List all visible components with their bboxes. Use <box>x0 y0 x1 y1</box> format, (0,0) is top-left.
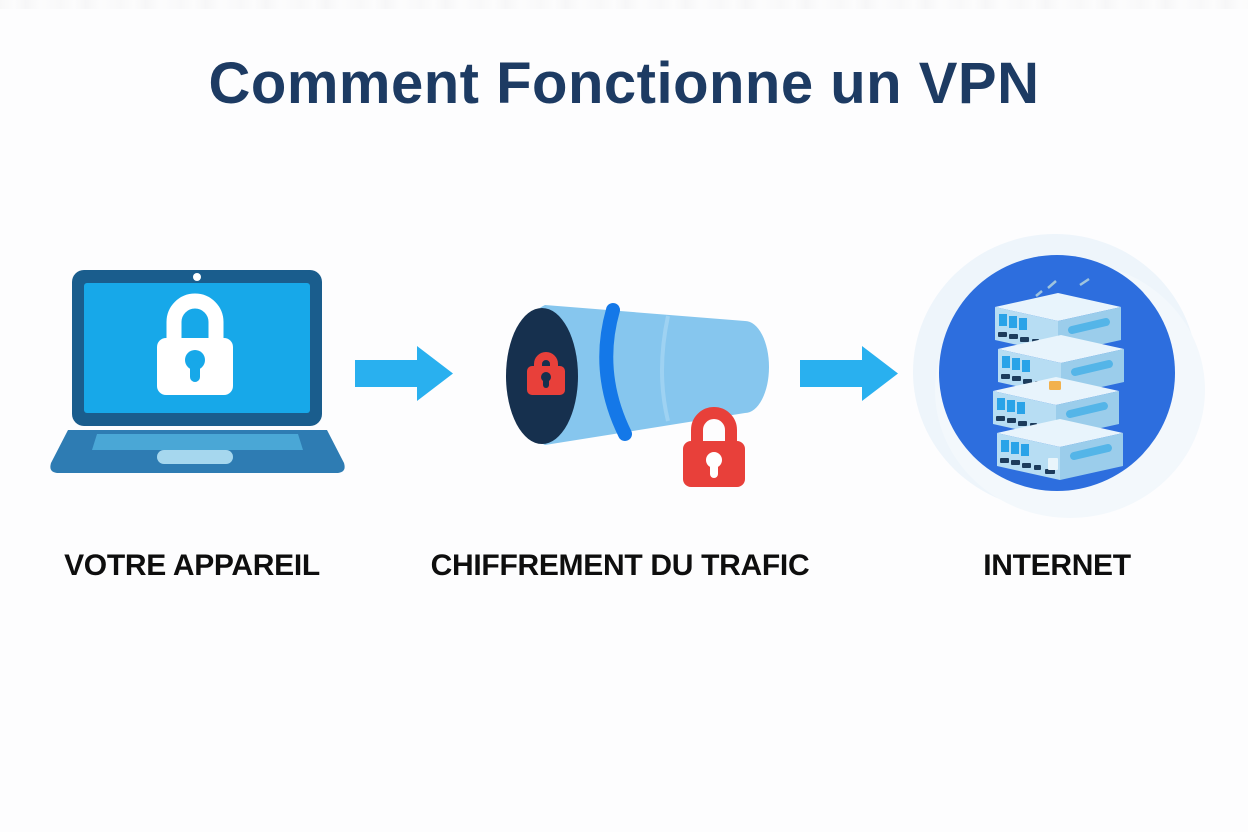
server-stack-icon <box>913 234 1205 518</box>
red-padlock-icon <box>683 407 745 487</box>
server-sticker <box>1048 458 1058 470</box>
step-label-internet: INTERNET <box>983 549 1131 582</box>
white-padlock-icon <box>157 293 233 395</box>
laptop-touchpad <box>157 450 233 464</box>
server-chip-yellow <box>1049 381 1061 390</box>
red-padlock-small-icon <box>527 352 565 395</box>
vpn-tunnel-icon <box>506 303 769 487</box>
step-label-encryption: CHIFFREMENT DU TRAFIC <box>430 549 810 582</box>
laptop-lock-icon <box>50 270 345 473</box>
step-label-device: VOTRE APPAREIL <box>64 549 320 582</box>
laptop-keyboard <box>92 434 303 450</box>
top-edge-artifact <box>0 0 1248 9</box>
arrow-right-icon <box>800 346 898 401</box>
page-title: Comment Fonctionne un VPN <box>208 51 1040 116</box>
laptop-webcam <box>193 273 201 281</box>
server-antenna <box>1035 277 1090 297</box>
tunnel-ring <box>599 303 632 441</box>
arrow-right-icon <box>355 346 453 401</box>
